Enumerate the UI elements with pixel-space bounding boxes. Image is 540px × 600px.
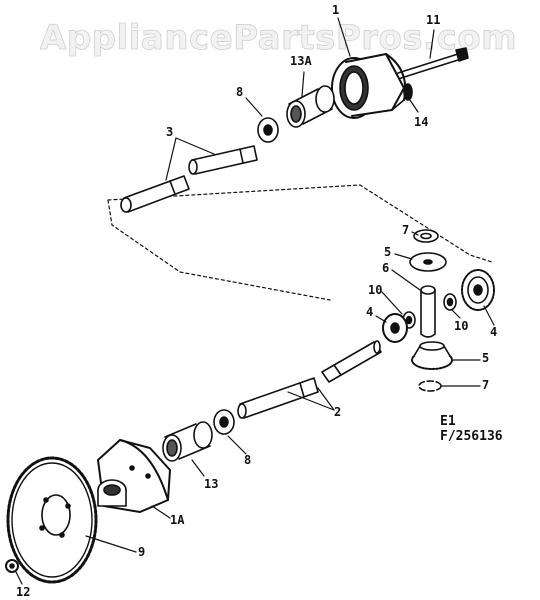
diagram-code-line-2: F/256136 (440, 428, 503, 444)
part-8-washer-lower (213, 409, 235, 435)
diagram-code: E1 F/256136 (440, 414, 503, 445)
part-5-washer-upper (409, 252, 447, 272)
callout-1a: 1A (170, 513, 185, 527)
part-3-axle-inner (188, 145, 258, 175)
diagram-code-line-1: E1 (440, 414, 456, 429)
callout-8-upper: 8 (236, 85, 244, 99)
part-14-washer (403, 83, 413, 101)
part-3-axle-outer (120, 175, 190, 213)
callout-7-upper: 7 (402, 223, 410, 237)
leader-lines (15, 17, 495, 585)
callout-11: 11 (426, 13, 441, 27)
part-7-ring-upper (413, 229, 439, 243)
part-4-side-gear-right (461, 269, 495, 311)
callout-7-lower: 7 (482, 378, 490, 392)
callout-14: 14 (414, 115, 429, 129)
callout-13: 13 (204, 477, 219, 491)
callout-13a: 13A (290, 54, 312, 68)
callout-4-left: 4 (366, 305, 374, 319)
callout-12: 12 (16, 585, 31, 599)
watermark-logo: AppliancePartsPros.com (40, 18, 518, 59)
callout-8-lower: 8 (244, 453, 252, 467)
callout-10-left: 10 (368, 283, 383, 297)
callout-6: 6 (382, 261, 390, 275)
callout-4-right: 4 (490, 325, 498, 339)
assembly-dashed-outline (107, 184, 493, 301)
callout-10-right: 10 (454, 319, 469, 333)
part-1a-housing (97, 439, 171, 513)
callout-9: 9 (138, 545, 146, 559)
part-10-pinion-gear-right (443, 293, 457, 311)
part-7-ring-lower (418, 380, 442, 392)
callout-2: 2 (334, 405, 342, 419)
part-13a-bushing (286, 85, 335, 128)
part-6-pinion-shaft (420, 285, 436, 338)
part-9-sprocket (6, 456, 98, 584)
part-2-axle-outer (237, 377, 319, 419)
part-13-bushing (162, 421, 213, 462)
part-5-bevel-gear (411, 341, 453, 370)
part-12-nut (5, 559, 19, 573)
part-4-side-gear-left (382, 313, 408, 343)
part-11-bolt (397, 47, 469, 80)
callout-5-upper: 5 (384, 245, 392, 259)
part-1-housing (331, 53, 407, 119)
part-2-axle-inner (321, 340, 382, 383)
part-8-washer-upper (257, 117, 279, 143)
callout-3: 3 (166, 125, 174, 139)
callout-5-lower: 5 (482, 351, 490, 365)
callout-1: 1 (332, 3, 340, 17)
